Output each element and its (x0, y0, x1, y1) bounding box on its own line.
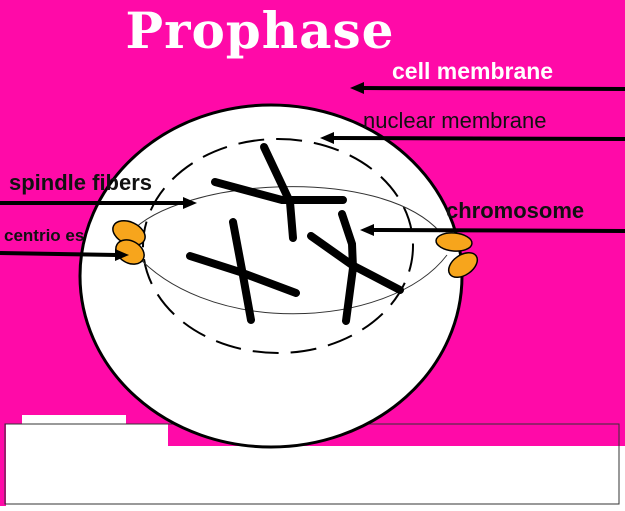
diagram-title: Prophase (0, 0, 520, 62)
centrioles-arrow (0, 253, 117, 255)
label-nuclear-membrane: nuclear membrane (363, 108, 546, 134)
label-chromosome: chromosome (446, 198, 584, 224)
nuclear-membrane-arrow (330, 138, 625, 139)
label-spindle-fibers: spindle fibers (9, 170, 152, 196)
label-centrioles: centrio es (4, 226, 84, 246)
cell-membrane-arrow (360, 88, 625, 89)
label-cell-membrane: cell membrane (392, 58, 553, 85)
chromosome-arrow (372, 230, 625, 231)
